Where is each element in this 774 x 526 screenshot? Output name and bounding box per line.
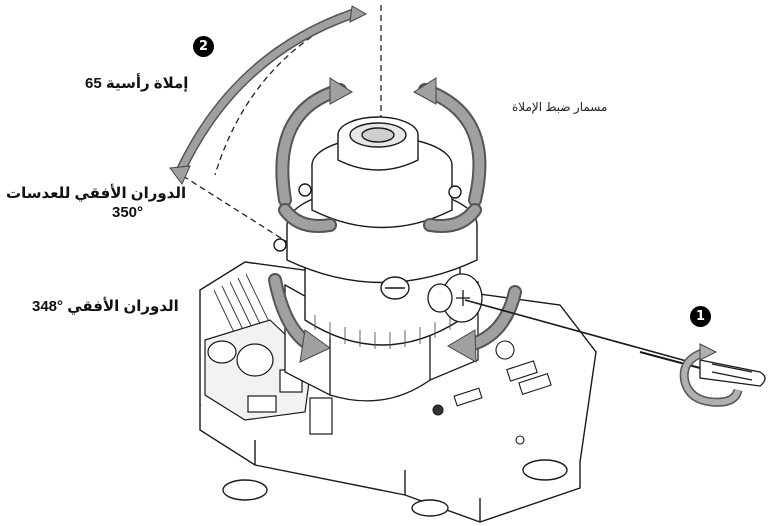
screwdriver-leader-line bbox=[464, 299, 691, 363]
base-pan-arrows bbox=[268, 273, 522, 363]
vertical-tilt-label: إملاة رأسية 65 bbox=[85, 75, 189, 92]
lens-pan-degree: 350° bbox=[112, 204, 144, 221]
tilt-adjust-knob bbox=[427, 273, 483, 323]
tilt-reference-lines bbox=[182, 5, 382, 286]
tilt-arc-arrow bbox=[169, 5, 368, 185]
base-ports bbox=[432, 340, 552, 445]
screwdriver-icon bbox=[639, 343, 766, 407]
callout-badge-1: 1 bbox=[690, 306, 711, 327]
base-pan-label: الدوران الأفقي °348 bbox=[32, 298, 179, 315]
lens-turret bbox=[273, 116, 478, 349]
lens-pan-label: الدوران الأفقي للعدسات bbox=[6, 185, 187, 202]
lens-rotation-arrows bbox=[275, 77, 487, 233]
callout-number-1: 1 bbox=[695, 309, 706, 324]
callout-badge-2: 2 bbox=[193, 36, 214, 57]
callout-number-2: 2 bbox=[198, 39, 209, 54]
tilt-screw-label: مسمار ضبط الإملاة bbox=[512, 100, 608, 114]
